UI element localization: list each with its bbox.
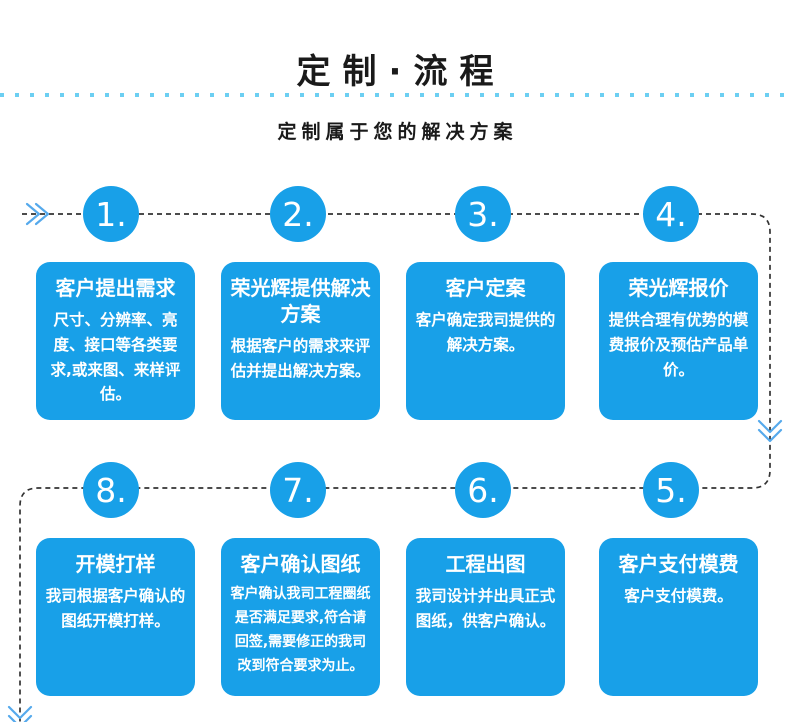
step-box-4: 荣光辉报价 提供合理有优势的模费报价及预估产品单价。	[599, 262, 758, 420]
step-title: 客户确认图纸	[240, 552, 361, 576]
step-number: 4.	[655, 194, 687, 234]
page-subtitle: 定制属于您的解决方案	[277, 121, 518, 143]
step-circle-1: 1.	[83, 186, 139, 242]
step-box-3: 客户定案 客户确定我司提供的解决方案。	[406, 262, 565, 420]
step-number: 2.	[282, 194, 314, 234]
step-description: 客户确认我司工程圈纸是否满足要求,符合请回签,需要修正的我司改到符合要求为止。	[230, 586, 371, 675]
step-box-2: 荣光辉提供解决方案 根据客户的需求来评估并提出解决方案。	[221, 262, 380, 420]
step-number: 5.	[655, 470, 687, 510]
step-box-1: 客户提出需求 尺寸、分辨率、亮度、接口等各类要求,或来图、来样评估。	[36, 262, 195, 420]
step-title: 荣光辉提供解决方案	[230, 276, 371, 326]
step-box-7: 客户确认图纸 客户确认我司工程圈纸是否满足要求,符合请回签,需要修正的我司改到符…	[221, 538, 380, 696]
step-box-8: 开模打样 我司根据客户确认的图纸开模打样。	[36, 538, 195, 696]
down-arrow-icon	[757, 419, 783, 443]
dotted-divider	[0, 93, 790, 97]
step-title: 工程出图	[445, 552, 526, 576]
step-description: 我司设计并出具正式图纸，供客户确认。	[415, 587, 556, 630]
page-title: 定制·流程	[296, 52, 506, 92]
step-title: 客户提出需求	[55, 276, 176, 300]
step-title: 客户定案	[445, 276, 526, 300]
step-description: 尺寸、分辨率、亮度、接口等各类要求,或来图、来样评估。	[50, 311, 181, 404]
step-number: 7.	[282, 470, 314, 510]
step-description: 根据客户的需求来评估并提出解决方案。	[230, 337, 371, 380]
step-circle-7: 7.	[270, 462, 326, 518]
step-title: 客户支付模费	[618, 552, 739, 576]
step-title: 荣光辉报价	[628, 276, 729, 300]
step-box-6: 工程出图 我司设计并出具正式图纸，供客户确认。	[406, 538, 565, 696]
step-description: 客户支付模费。	[624, 587, 733, 605]
bottom-down-arrow-icon	[7, 705, 33, 722]
step-description: 提供合理有优势的模费报价及预估产品单价。	[608, 311, 749, 379]
start-arrow-icon	[25, 202, 50, 226]
step-number: 6.	[467, 470, 499, 510]
step-title: 开模打样	[75, 552, 156, 576]
step-circle-4: 4.	[643, 186, 699, 242]
step-box-5: 客户支付模费 客户支付模费。	[599, 538, 758, 696]
step-circle-3: 3.	[455, 186, 511, 242]
step-circle-2: 2.	[270, 186, 326, 242]
step-number: 3.	[467, 194, 499, 234]
step-number: 1.	[95, 194, 127, 234]
step-description: 客户确定我司提供的解决方案。	[415, 311, 556, 354]
step-description: 我司根据客户确认的图纸开模打样。	[45, 587, 186, 630]
step-number: 8.	[95, 470, 127, 510]
step-circle-5: 5.	[643, 462, 699, 518]
step-circle-6: 6.	[455, 462, 511, 518]
step-circle-8: 8.	[83, 462, 139, 518]
